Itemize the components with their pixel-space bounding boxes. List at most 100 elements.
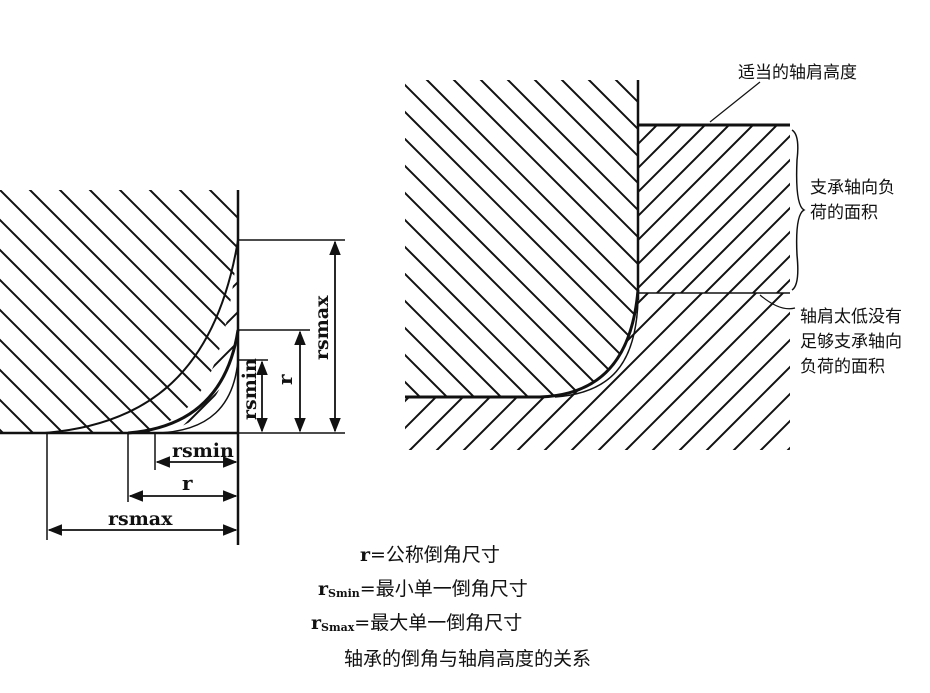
callout-support-line1: 支承轴向负 [810, 178, 895, 198]
hatch-line [290, 110, 480, 300]
hatch-line [26, 110, 216, 300]
hatch-line [386, 110, 576, 300]
callout-support-line2: 荷的面积 [810, 203, 878, 223]
hatch-line [405, 80, 515, 397]
hatch-line [638, 125, 721, 293]
label-v-rsmin: rsmin [239, 358, 261, 420]
hatch-line [242, 110, 432, 300]
hatch-line [405, 80, 623, 397]
legend-rsmin-sub: Smin [328, 587, 360, 600]
hatch-line [497, 80, 638, 397]
hatch-line [405, 293, 581, 450]
hatch-line [170, 110, 360, 300]
hatch-line [405, 80, 542, 397]
hatch-line [426, 293, 608, 450]
hatch-line [350, 180, 610, 440]
hatch-line [0, 70, 28, 410]
legend-rsmax: rSmax=最大单一倒角尺寸 [311, 608, 522, 635]
hatch-line [903, 70, 930, 410]
legend-r-symbol: r [360, 544, 371, 566]
hatch-line [405, 293, 554, 450]
hatch-line [405, 293, 527, 450]
hatch-line [890, 110, 930, 300]
hatch-line [920, 180, 930, 440]
hatch-line [673, 125, 790, 293]
hatch-line [642, 293, 790, 450]
leader-top [709, 81, 761, 123]
hatch-line [638, 125, 769, 293]
right-chamfer [405, 289, 640, 399]
hatch-line [696, 293, 790, 450]
hatch-line [229, 190, 238, 433]
hatch-line [98, 110, 288, 300]
hatch-line [0, 190, 221, 433]
hatch-line [615, 293, 790, 450]
hatch-line [0, 110, 48, 300]
hatch-line [560, 180, 820, 440]
hatch-line [0, 190, 131, 433]
left-chamfer-rsmin [154, 359, 239, 434]
hatch-line [266, 110, 456, 300]
hatch-line [750, 293, 790, 450]
hatch-line [0, 190, 238, 433]
hatch-line [638, 125, 745, 293]
hatch-line [49, 190, 238, 433]
hatch-line [440, 180, 700, 440]
label-v-rsmax: rsmax [311, 295, 333, 360]
hatch-line [745, 125, 790, 293]
hatch-line [405, 80, 569, 397]
hatch-line [723, 293, 790, 450]
hatch-line [920, 180, 930, 440]
hatch-line [638, 125, 673, 293]
hatch-line [218, 110, 408, 300]
brace-support [791, 129, 806, 291]
legend-rsmin: rSmin=最小单一倒角尺寸 [318, 574, 528, 601]
hatch-line [443, 80, 638, 397]
left-hatch-cross [0, 180, 930, 440]
hatch-line [560, 180, 820, 440]
hatch-line [410, 110, 600, 300]
hatch-line [551, 80, 638, 397]
hatch-line [0, 70, 55, 410]
hatch-line [649, 125, 790, 293]
hatch-line [338, 110, 528, 300]
hatch-line [2, 110, 192, 300]
hatch-line [350, 180, 610, 440]
callout-proper-shoulder: 适当的轴肩高度 [738, 63, 857, 83]
hatch-line [405, 80, 488, 397]
legend-rsmin-text: =最小单一倒角尺寸 [359, 578, 528, 600]
hatch-line [0, 110, 120, 300]
legend-rsmax-symbol: r [311, 612, 322, 634]
hatch-line [669, 293, 790, 450]
hatch-line [470, 180, 730, 440]
hatch-line [405, 80, 596, 397]
left-chamfer-rsmax [44, 239, 239, 434]
hatch-line [480, 293, 662, 450]
hatch-line [0, 190, 101, 433]
hatch-line [638, 125, 790, 293]
label-h-rsmax: rsmax [108, 508, 173, 530]
hatch-line [130, 240, 161, 433]
hatch-line [130, 240, 131, 433]
hatch-line [0, 190, 71, 433]
callout-low-line1: 轴肩太低没有 [800, 307, 902, 327]
hatch-line [130, 240, 221, 433]
hatch-line [139, 190, 238, 433]
legend-rsmin-symbol: r [318, 578, 329, 600]
hatch-line [314, 110, 504, 300]
hatch-line [405, 80, 638, 397]
hatch-line [79, 190, 238, 433]
hatch-line [588, 293, 770, 450]
label-v-r: r [273, 374, 297, 385]
hatch-line [0, 180, 100, 440]
legend-rsmax-sub: Smax [321, 621, 355, 634]
hatch-line [0, 70, 244, 410]
hatch-line [380, 180, 640, 440]
hatch-line [0, 190, 41, 433]
hatch-line [434, 110, 624, 300]
hatch-line [405, 293, 500, 450]
hatch-line [50, 110, 240, 300]
hatch-line [914, 110, 930, 300]
left-hatch-upper [0, 180, 930, 440]
hatch-line [561, 293, 743, 450]
